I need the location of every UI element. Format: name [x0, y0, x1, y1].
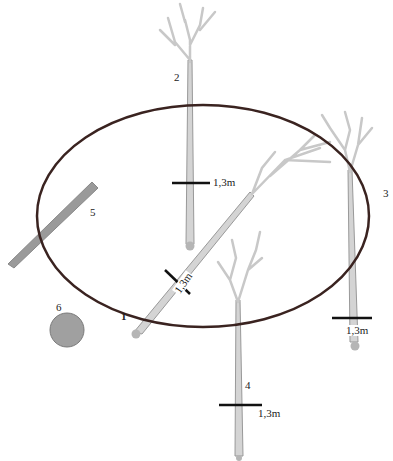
breast-height-mark: [219, 404, 262, 407]
stump: [50, 313, 84, 347]
height-label: 1,3m: [257, 408, 281, 419]
callout-number: 5: [89, 207, 97, 218]
height-label: 1,3m: [212, 177, 236, 188]
height-label: 1,3m: [172, 270, 195, 296]
callout-number: 6: [55, 302, 63, 313]
tree-base: [236, 455, 242, 461]
breast-height-mark: [172, 182, 210, 185]
tree-base: [186, 242, 195, 251]
fallen-log: [8, 182, 98, 268]
tree-base: [132, 330, 141, 339]
breast-height-mark: [332, 317, 372, 320]
tree-crown: [218, 232, 262, 302]
tree-crown: [160, 4, 215, 62]
height-label: 1,3m: [345, 325, 369, 336]
tree-base: [351, 342, 360, 351]
callout-number: 4: [244, 380, 252, 391]
callout-number: 3: [382, 188, 390, 199]
callout-number: 1: [120, 311, 128, 322]
tree-crown: [322, 112, 372, 172]
tree-crown: [252, 135, 330, 194]
plot-boundary: [37, 105, 369, 327]
callout-number: 2: [173, 72, 181, 83]
tree-trunk: [186, 60, 194, 244]
